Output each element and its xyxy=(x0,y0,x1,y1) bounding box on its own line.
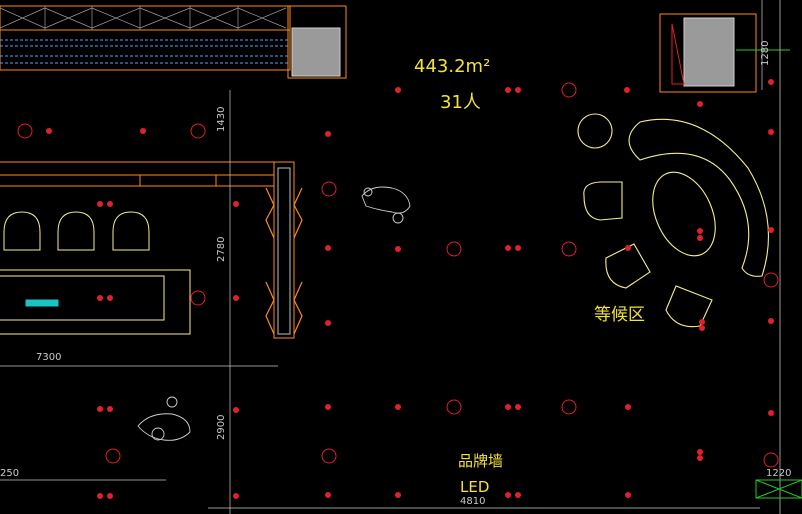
dimension-lines xyxy=(0,0,763,514)
dimension-1220: 1220 xyxy=(766,468,792,479)
dimension-1280: 1280 xyxy=(760,40,771,66)
area-label: 443.2m² xyxy=(414,56,491,77)
bottom-right-hatch xyxy=(755,479,802,499)
column-right xyxy=(659,13,790,93)
ceiling-light-dots xyxy=(46,79,774,499)
dimension-4810: 4810 xyxy=(460,496,486,507)
top-wall-band xyxy=(0,5,291,31)
chairs-left xyxy=(3,211,150,251)
led-label: LED xyxy=(460,478,490,496)
vehicle-symbol-1 xyxy=(361,186,411,224)
dimension-2900: 2900 xyxy=(216,414,227,440)
curtain-marks xyxy=(265,187,303,335)
occupancy-label: 31人 xyxy=(440,92,481,113)
red-circle-markers xyxy=(17,82,779,468)
brand-wall-label: 品牌墙 xyxy=(458,452,504,470)
waiting-area-label: 等候区 xyxy=(594,305,645,325)
reception-counter xyxy=(0,161,295,339)
dimension-250: 250 xyxy=(0,468,20,479)
dimension-1430: 1430 xyxy=(216,106,227,132)
dimension-2780: 2780 xyxy=(216,236,227,262)
column-left xyxy=(287,5,347,79)
dimension-7300: 7300 xyxy=(36,352,62,363)
waiting-furniture xyxy=(577,113,770,328)
desk-outline xyxy=(0,269,191,335)
vehicle-symbol-2 xyxy=(137,396,191,441)
dashed-wall-band xyxy=(0,29,291,71)
